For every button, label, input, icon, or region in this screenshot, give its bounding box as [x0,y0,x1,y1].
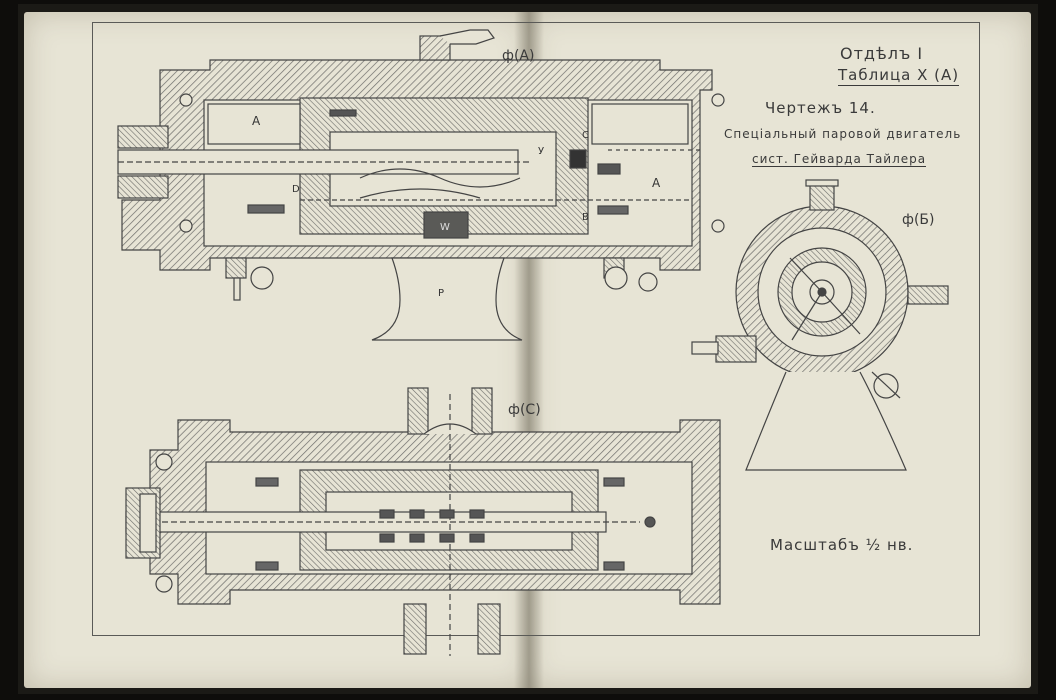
part-label-d: D [292,184,300,195]
drawing-number: Чертежъ 14. [765,99,876,117]
part-label-w: W [440,222,450,233]
part-label-p: Р [438,288,445,299]
figure-c-label: ф(С) [508,402,541,418]
table-label: Таблица X (А) [838,66,960,86]
engine-title: Спеціальный паровой двигатель [724,127,962,141]
part-label-b: В [582,212,589,223]
part-label-a-left: А [252,114,261,128]
drawing-frame [92,22,980,636]
part-label-a-right: А [652,176,661,190]
scale-label: Масштабъ ½ нв. [770,536,914,554]
figure-c-plan-section [125,387,721,656]
system-label: сист. Гейварда Тайлера [752,152,927,167]
part-label-c: С [582,130,589,141]
figure-b-end-view [691,179,949,471]
figure-a-section [117,29,725,341]
figure-a-label: ф(А) [502,48,535,64]
part-label-y: У [538,146,545,157]
section-label: Отдѣлъ I [840,44,924,63]
figure-b-label: ф(Б) [902,212,935,228]
